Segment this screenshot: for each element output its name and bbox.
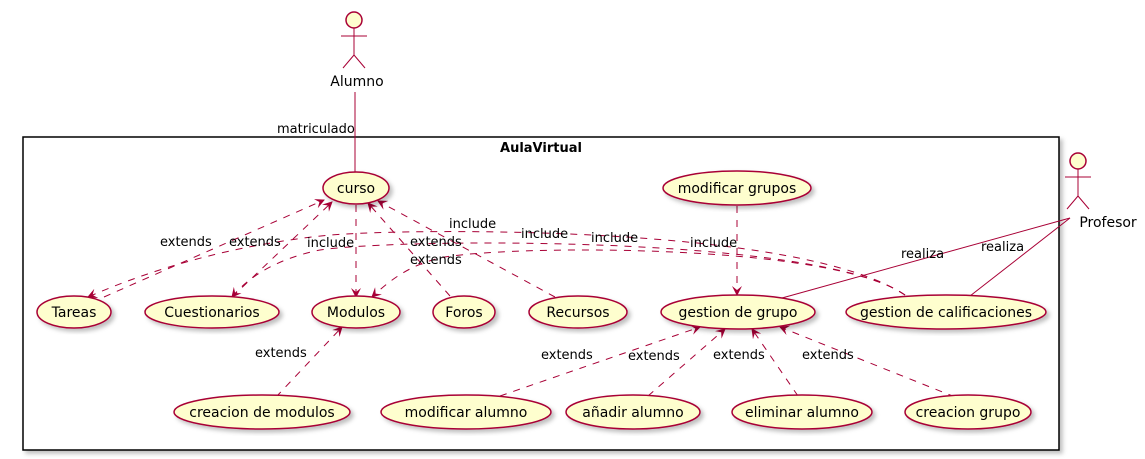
usecase-tareas-label: Tareas [51, 305, 97, 321]
label-extends-foros: extends [410, 235, 462, 250]
actor-head-icon [345, 11, 363, 29]
usecase-recursos[interactable]: Recursos [528, 295, 628, 329]
label-include-top: include [449, 217, 496, 232]
dep-calif-tareas [87, 231, 906, 298]
label-extends-eliminar: extends [713, 348, 765, 363]
label-include-modulos: include [307, 236, 354, 251]
label-extends-creaciongrupo: extends [802, 348, 854, 363]
usecase-modificar-grupos-label: modificar grupos [678, 181, 797, 197]
usecase-gestion-grupo[interactable]: gestion de grupo [660, 294, 816, 330]
usecase-foros-label: Foros [445, 305, 482, 321]
usecases: curso modificar grupos Tareas Cuestionar… [36, 170, 1047, 430]
relationship-labels: matriculado extends extends include incl… [160, 122, 1024, 364]
usecase-creacion-grupo-label: creacion grupo [916, 405, 1021, 421]
dep-creaciongrupo-grupo [779, 325, 956, 398]
usecase-gestion-calificaciones[interactable]: gestion de calificaciones [845, 294, 1047, 330]
dep-calif-cuestionarios [231, 242, 906, 298]
system-boundary: AulaVirtual [22, 136, 1060, 451]
dep-calif-modulos [371, 249, 906, 298]
usecase-modulos-label: Modulos [327, 305, 385, 321]
label-include-modgrupos: include [690, 236, 737, 251]
usecase-tareas[interactable]: Tareas [36, 295, 112, 329]
usecase-foros[interactable]: Foros [432, 295, 496, 329]
usecase-anadir-alumno-label: añadir alumno [582, 405, 683, 421]
label-realiza-grupo: realiza [901, 247, 944, 262]
usecase-recursos-label: Recursos [546, 305, 609, 321]
assoc-realiza-grupo [781, 217, 1071, 299]
usecase-cuestionarios-label: Cuestionarios [164, 305, 259, 321]
dep-foros-curso [367, 202, 451, 297]
actor-profesor[interactable]: Profesor [1065, 152, 1137, 231]
usecase-anadir-alumno[interactable]: añadir alumno [565, 394, 701, 430]
label-matriculado: matriculado [277, 122, 355, 137]
usecase-modificar-grupos[interactable]: modificar grupos [662, 170, 812, 206]
relationships [87, 92, 1071, 398]
usecase-creacion-modulos-label: creacion de modulos [189, 405, 334, 421]
usecase-modificar-alumno-label: modificar alumno [405, 405, 528, 421]
usecase-modificar-alumno[interactable]: modificar alumno [380, 394, 552, 430]
usecase-gestion-grupo-label: gestion de grupo [679, 305, 798, 321]
actor-alumno-label: Alumno [330, 74, 383, 90]
dep-anadir-grupo [647, 328, 726, 397]
usecase-creacion-grupo[interactable]: creacion grupo [904, 394, 1032, 430]
label-extends-creacionmod: extends [255, 346, 307, 361]
usecase-eliminar-alumno[interactable]: eliminar alumno [731, 394, 873, 430]
assoc-realiza-calif [969, 217, 1071, 297]
label-include-mid2: include [591, 231, 638, 246]
label-extends-cuestionarios: extends [229, 235, 281, 250]
usecase-eliminar-alumno-label: eliminar alumno [745, 405, 859, 421]
dep-tareas-curso [103, 199, 325, 298]
dep-cuestionarios-curso [231, 201, 333, 298]
usecase-gestion-calificaciones-label: gestion de calificaciones [860, 305, 1032, 321]
actor-profesor-label: Profesor [1079, 215, 1137, 231]
label-realiza-calif: realiza [981, 240, 1024, 255]
label-extends-modalumno: extends [541, 348, 593, 363]
actor-head-icon [1069, 152, 1087, 170]
system-title: AulaVirtual [500, 141, 582, 156]
label-extends-anadir: extends [628, 349, 680, 364]
usecase-creacion-modulos[interactable]: creacion de modulos [173, 394, 351, 430]
dep-creacionmod-modulos [275, 326, 343, 398]
actor-alumno[interactable]: Alumno [330, 11, 384, 90]
label-include-mid1: include [521, 227, 568, 242]
usecase-modulos[interactable]: Modulos [311, 295, 401, 329]
label-extends-recursos: extends [410, 253, 462, 268]
usecase-curso-label: curso [337, 181, 375, 197]
usecase-curso[interactable]: curso [322, 171, 390, 205]
label-extends-tareas: extends [160, 235, 212, 250]
dep-recursos-curso [377, 200, 556, 298]
usecase-cuestionarios[interactable]: Cuestionarios [144, 295, 280, 329]
